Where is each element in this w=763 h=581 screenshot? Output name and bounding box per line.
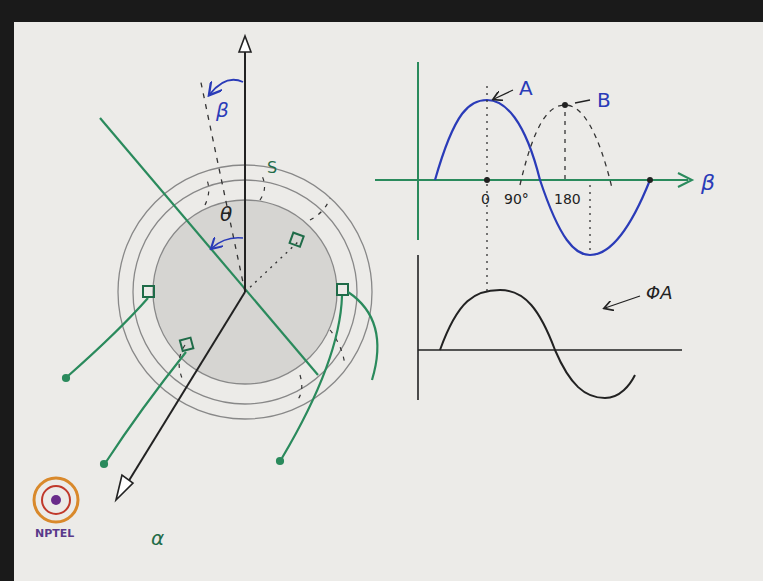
top-band	[0, 0, 763, 22]
nptel-logo	[34, 478, 78, 522]
pole-label: S	[266, 160, 278, 176]
axis-label: α	[150, 528, 165, 548]
curve-label: ΦA	[645, 284, 673, 302]
tick-label: 0	[480, 192, 491, 206]
angle-label: θ	[219, 204, 233, 224]
machine-section	[63, 36, 377, 500]
curve-label: A	[518, 78, 534, 98]
flux-graph	[418, 255, 682, 400]
left-band	[0, 0, 14, 581]
mmf-graph	[375, 62, 692, 292]
axis-label: β	[700, 172, 716, 194]
curve-label: B	[596, 90, 612, 110]
tick-label: 180	[553, 192, 582, 206]
angle-label: β	[215, 100, 230, 120]
logo-text: NPTEL	[34, 528, 75, 539]
tick-label: 90°	[503, 192, 530, 206]
